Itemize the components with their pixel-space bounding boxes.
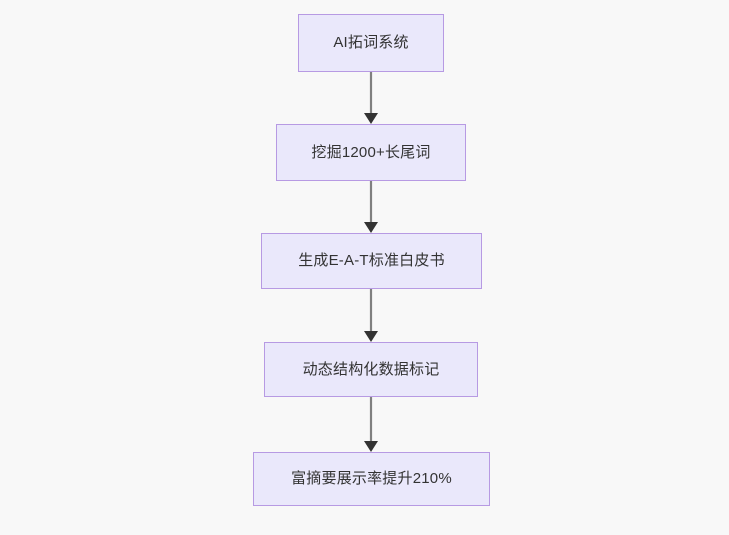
flow-node-dynamic-structured-data-markup[interactable]: 动态结构化数据标记 <box>264 342 478 397</box>
flow-edge-1 <box>351 72 391 124</box>
flow-node-label: 生成E-A-T标准白皮书 <box>298 252 445 269</box>
flow-node-label: 动态结构化数据标记 <box>302 360 440 378</box>
flow-node-label: 富摘要展示率提升210% <box>291 470 452 487</box>
flow-edge-2 <box>351 181 391 233</box>
flow-node-mine-longtail-keywords[interactable]: 挖掘1200+长尾词 <box>276 124 466 181</box>
flow-edge-3 <box>351 289 391 342</box>
arrowhead-icon <box>364 331 378 342</box>
flow-edge-4 <box>351 397 391 452</box>
flow-node-label: 挖掘1200+长尾词 <box>311 143 431 161</box>
flow-node-rich-snippet-impression-lift[interactable]: 富摘要展示率提升210% <box>253 452 490 506</box>
arrowhead-icon <box>364 222 378 233</box>
arrowhead-icon <box>364 441 378 452</box>
arrowhead-icon <box>364 113 378 124</box>
flow-node-label: AI拓词系统 <box>333 34 409 51</box>
flow-node-ai-keyword-system[interactable]: AI拓词系统 <box>298 14 444 72</box>
flow-node-generate-eat-whitepaper[interactable]: 生成E-A-T标准白皮书 <box>261 233 482 289</box>
